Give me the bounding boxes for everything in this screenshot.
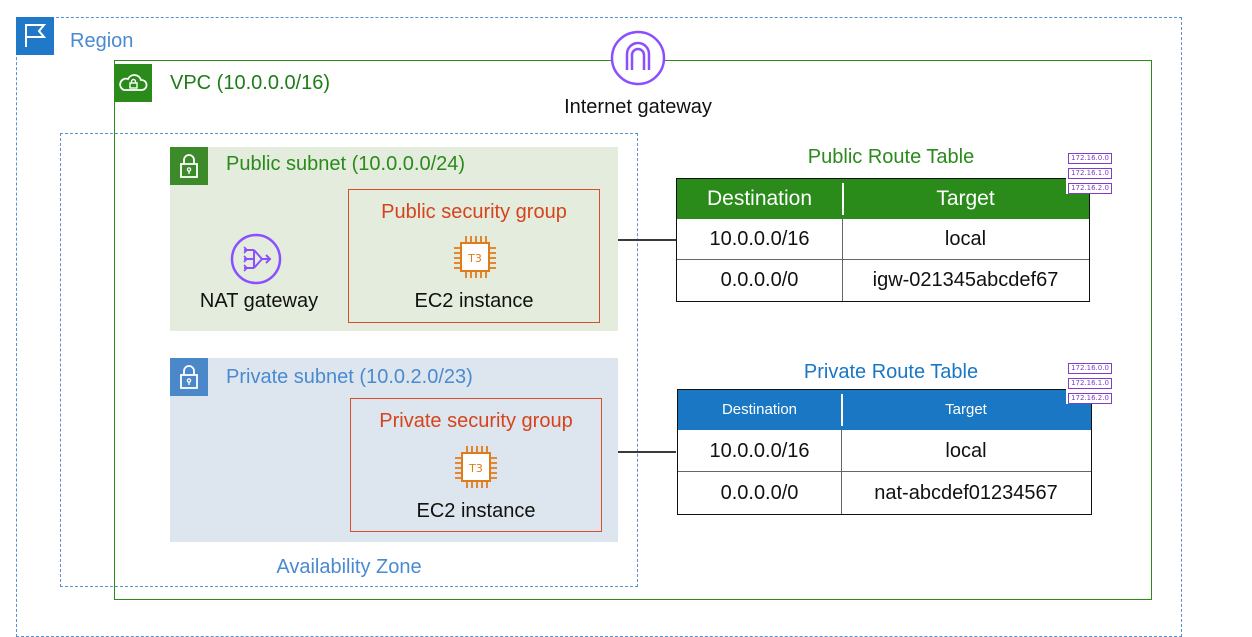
internet-gateway-icon (610, 30, 666, 86)
table-cell-target: local (944, 228, 987, 250)
private-route-table-title: Private Route Table (803, 361, 979, 383)
table-cell-destination: 10.0.0.0/16 (709, 440, 810, 462)
private-route-connector (618, 451, 676, 453)
public-route-connector (618, 239, 676, 241)
route-table-icon-entry: 172.16.1.0 (1068, 168, 1112, 179)
public-route-table-title: Public Route Table (807, 146, 975, 168)
table-header: Destination Target (678, 390, 1091, 430)
private-route-table: Destination Target 10.0.0.0/16 local 0.0… (677, 389, 1092, 515)
internet-gateway-label: Internet gateway (564, 96, 712, 118)
table-cell-target: local (945, 440, 987, 462)
padlock-icon (170, 358, 208, 396)
public-subnet-label: Public subnet (10.0.0.0/24) (226, 153, 466, 175)
route-table-icon-entry: 172.16.0.0 (1068, 153, 1112, 164)
column-header-destination: Destination (721, 401, 798, 418)
route-table-icon: 172.16.0.0 172.16.1.0 172.16.2.0 (1066, 362, 1116, 404)
route-table-icon: 172.16.0.0 172.16.1.0 172.16.2.0 (1066, 152, 1116, 194)
table-cell-destination: 0.0.0.0/0 (720, 482, 799, 504)
nat-gateway-icon (230, 233, 282, 285)
cloud-lock-icon (114, 64, 152, 102)
ec2-chip-icon: T3 (452, 234, 498, 280)
flag-icon (16, 17, 54, 55)
route-table-icon-entry: 172.16.0.0 (1068, 363, 1112, 374)
table-header: Destination Target (677, 179, 1089, 219)
ec2-instance-type: T3 (467, 252, 482, 265)
padlock-icon (170, 147, 208, 185)
region-label: Region (70, 30, 134, 52)
private-security-group-label: Private security group (379, 410, 573, 432)
private-subnet-label: Private subnet (10.0.2.0/23) (226, 366, 473, 388)
column-header-target: Target (945, 401, 987, 418)
nat-gateway-label: NAT gateway (199, 290, 319, 312)
private-ec2-instance-label: EC2 instance (416, 500, 536, 522)
public-route-table: Destination Target 10.0.0.0/16 local 0.0… (676, 178, 1090, 302)
column-header-target: Target (936, 187, 995, 210)
route-table-icon-entry: 172.16.2.0 (1068, 393, 1112, 404)
public-security-group (348, 189, 600, 323)
route-table-icon-entry: 172.16.2.0 (1068, 183, 1112, 194)
column-header-destination: Destination (706, 187, 813, 210)
table-cell-destination: 10.0.0.0/16 (709, 228, 810, 250)
ec2-instance-type: T3 (468, 462, 483, 475)
route-table-icon-entry: 172.16.1.0 (1068, 378, 1112, 389)
public-ec2-instance-label: EC2 instance (414, 290, 534, 312)
internet-gateway-label-background (534, 82, 742, 124)
table-cell-destination: 0.0.0.0/0 (720, 269, 799, 291)
table-cell-target: igw-021345abcdef67 (872, 269, 1059, 291)
vpc-label: VPC (10.0.0.0/16) (170, 72, 331, 94)
private-subnet (170, 358, 618, 542)
availability-zone-label: Availability Zone (276, 556, 422, 578)
public-security-group-label: Public security group (381, 201, 567, 223)
ec2-chip-icon: T3 (453, 444, 499, 490)
table-cell-target: nat-abcdef01234567 (874, 482, 1058, 504)
private-security-group (350, 398, 602, 532)
availability-zone-boundary (60, 133, 638, 587)
